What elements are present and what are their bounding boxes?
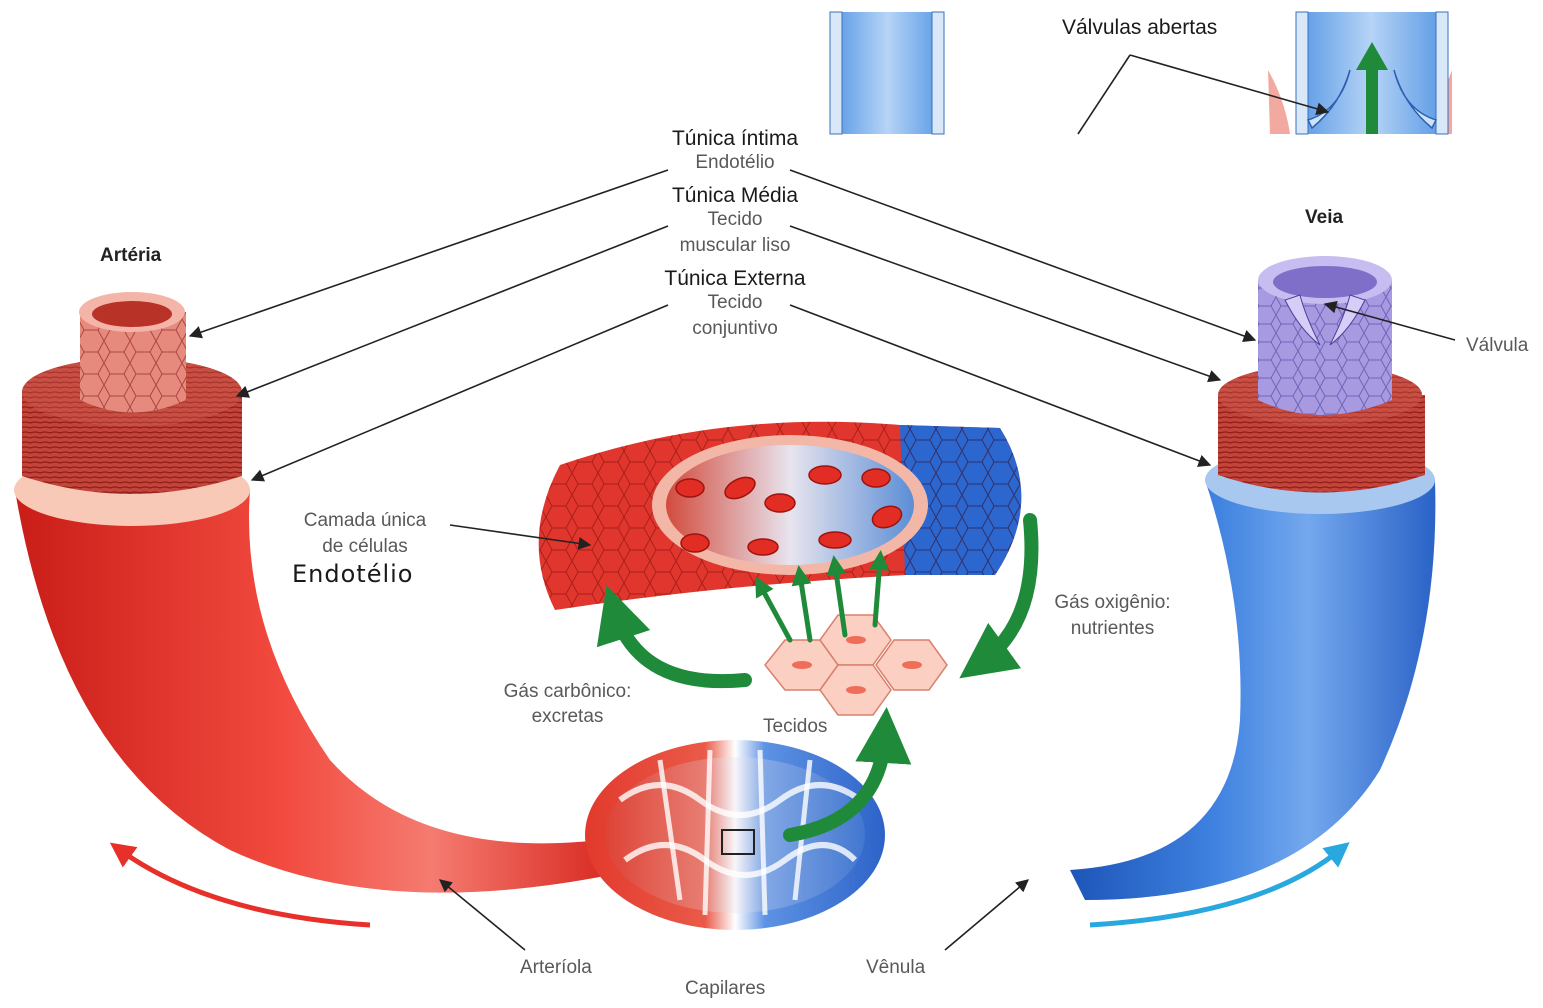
capillary-network <box>585 740 885 930</box>
artery-label: Artéria <box>100 245 161 267</box>
endothelium-small-label: Endotélio <box>640 152 830 174</box>
tunica-externa-label: Túnica Externa <box>640 268 830 290</box>
capillaries-label: Capilares <box>685 978 765 1000</box>
nutrients-label: nutrientes <box>1040 618 1185 640</box>
connective-label: conjuntivo <box>640 318 830 340</box>
tissues-label: Tecidos <box>763 716 827 738</box>
vein-illustration <box>1070 256 1435 900</box>
oxygen-gas-label: Gás oxigênio: <box>1040 592 1185 614</box>
tissue-label-1: Tecido <box>640 209 830 231</box>
tissue-cells <box>765 615 947 715</box>
open-valves-label: Válvulas abertas <box>1062 17 1217 39</box>
tunica-media-label: Túnica Média <box>640 185 830 207</box>
vein-segment-inset <box>830 12 944 134</box>
arteriole-label: Arteríola <box>520 957 592 979</box>
artery-illustration <box>14 292 610 893</box>
smooth-muscle-label: muscular liso <box>640 235 830 257</box>
single-layer-label: Camada única <box>280 510 450 532</box>
carbon-dioxide-label: Gás carbônico: <box>490 681 645 703</box>
venule-label: Vênula <box>866 957 925 979</box>
vein-label: Veia <box>1305 207 1343 229</box>
of-cells-label: de células <box>280 536 450 558</box>
open-valves-inset <box>1268 12 1452 134</box>
endothelium-big-label: Endotélio <box>292 563 414 585</box>
tunica-intima-label: Túnica íntima <box>640 128 830 150</box>
tissue-label-2: Tecido <box>640 292 830 314</box>
capillary-closeup <box>539 422 1022 610</box>
valve-label: Válvula <box>1466 335 1528 357</box>
excreta-label: excretas <box>490 706 645 728</box>
